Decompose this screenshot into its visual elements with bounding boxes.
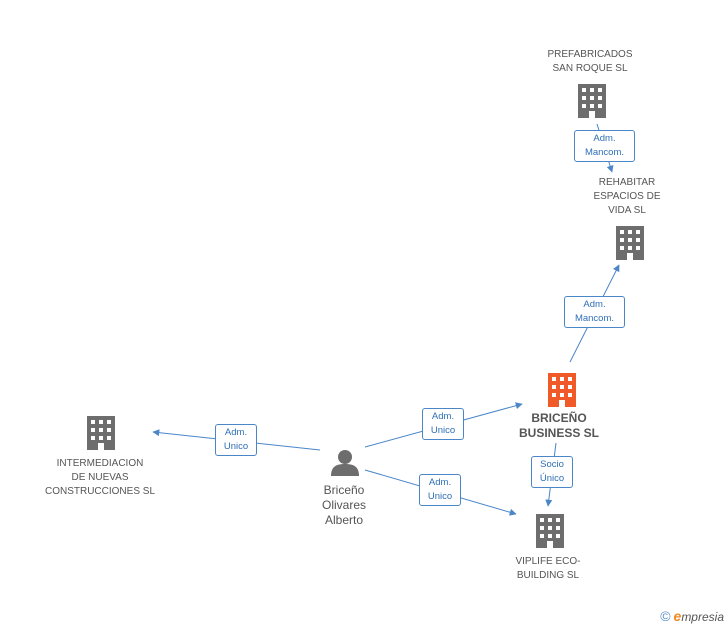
- brand-logo-letter: e: [673, 608, 682, 624]
- edge-label-adm-unico: Adm. Unico: [215, 424, 257, 456]
- edge-label-adm-mancom: Adm. Mancom.: [574, 130, 635, 162]
- building-icon-main[interactable]: [548, 373, 576, 407]
- brand-name: mpresia: [681, 610, 724, 624]
- edge-label-adm-mancom: Adm. Mancom.: [564, 296, 625, 328]
- node-label-briceno-business[interactable]: BRICEÑO BUSINESS SL: [518, 411, 599, 440]
- node-label-prefabricados[interactable]: PREFABRICADOS SAN ROQUE SL: [547, 49, 633, 74]
- building-icon[interactable]: [536, 514, 564, 548]
- edge-label-socio-unico: Socio Único: [531, 456, 573, 488]
- person-icon[interactable]: [331, 450, 359, 476]
- node-label-intermediacion[interactable]: INTERMEDIACION DE NUEVAS CONSTRUCCIONES …: [44, 458, 155, 497]
- edge-label-adm-unico: Adm. Unico: [422, 408, 464, 440]
- building-icon[interactable]: [578, 84, 606, 118]
- edge-label-adm-unico: Adm. Unico: [419, 474, 461, 506]
- node-label-person[interactable]: Briceño Olivares Alberto: [321, 483, 366, 527]
- node-label-rehabitar[interactable]: REHABITAR ESPACIOS DE VIDA SL: [593, 177, 661, 216]
- building-icon[interactable]: [87, 416, 115, 450]
- copyright-icon: ©: [660, 608, 671, 624]
- building-icon[interactable]: [616, 226, 644, 260]
- footer-brand: ©empresia: [660, 608, 724, 624]
- node-label-viplife[interactable]: VIPLIFE ECO- BUILDING SL: [515, 556, 581, 581]
